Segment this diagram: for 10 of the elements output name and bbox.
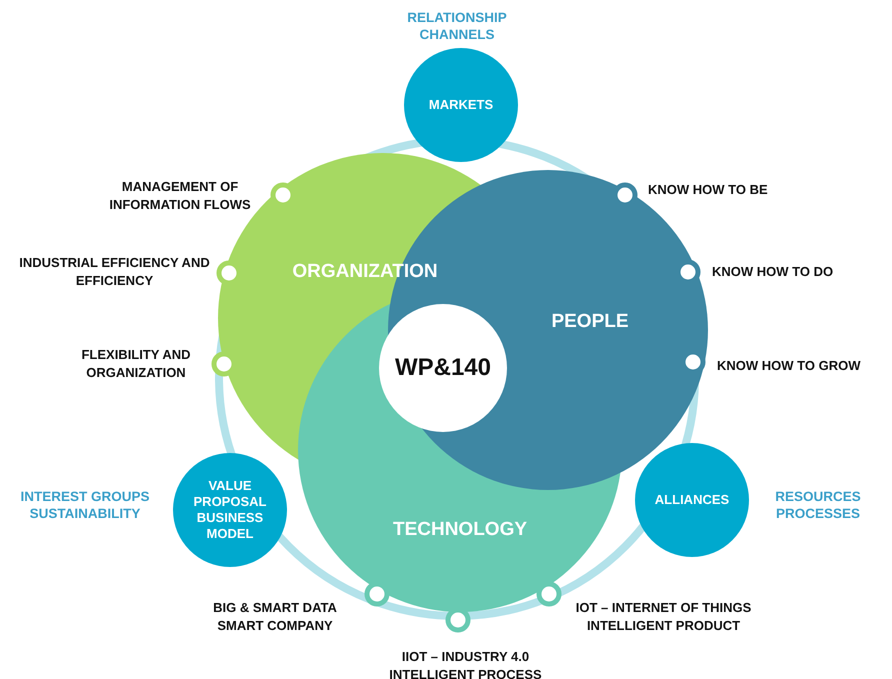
item-label: KNOW HOW TO DO	[712, 263, 834, 281]
side-caption: RELATIONSHIP CHANNELS	[406, 9, 508, 43]
item-label: FLEXIBILITY AND ORGANIZATION	[80, 346, 192, 382]
markets-circle: MARKETS	[404, 48, 518, 162]
item-label: IIOT – INDUSTRY 4.0 INTELLIGENT PROCESS	[388, 648, 543, 679]
item-label: KNOW HOW TO GROW	[717, 357, 862, 375]
side-caption: INTEREST GROUPS SUSTAINABILITY	[19, 488, 150, 522]
side-caption: RESOURCES PROCESSES	[774, 488, 862, 522]
item-label: MANAGEMENT OF INFORMATION FLOWS	[108, 178, 252, 214]
item-label: INDUSTRIAL EFFICIENCY AND EFFICIENCY	[18, 254, 211, 290]
